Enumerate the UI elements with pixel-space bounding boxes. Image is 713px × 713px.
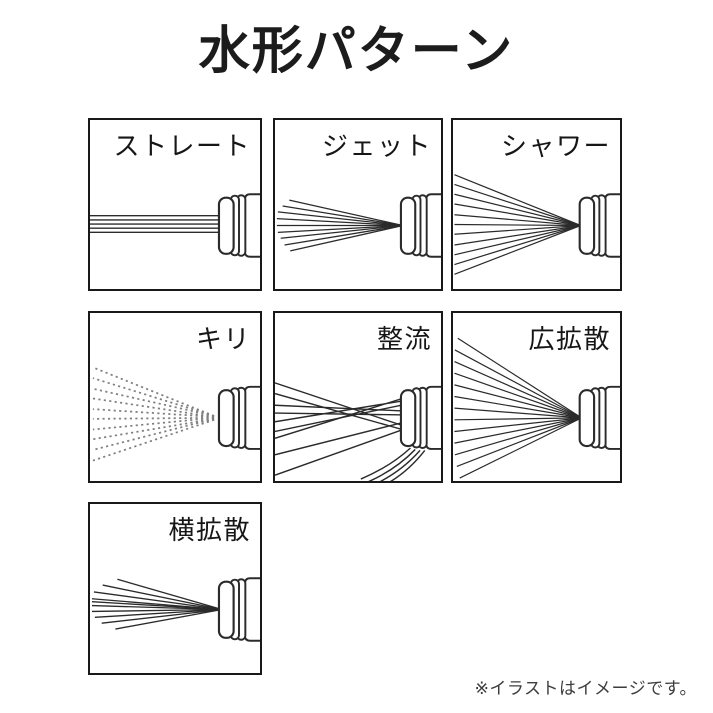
panel-horizontal-diffusion: 横拡散 — [88, 502, 262, 675]
panel-label: キリ — [195, 324, 251, 354]
panel-mist: キリ — [88, 311, 262, 483]
panel-wide-diffusion: 広拡散 — [451, 311, 622, 483]
page-title: 水形パターン — [198, 22, 515, 79]
spray-horizontal-diffusion-illustration — [91, 577, 260, 642]
panel-laminar: 整流 — [273, 311, 443, 483]
panel-shower: シャワー — [451, 118, 622, 291]
spray-laminar-illustration — [275, 382, 441, 481]
panel-label: 整流 — [376, 324, 432, 354]
panel-straight: ストレート — [88, 118, 262, 291]
nozzle-illustration — [578, 193, 620, 258]
spray-straight-illustration — [90, 193, 260, 258]
panel-jet: ジェット — [273, 118, 443, 291]
footnote-text: ※イラストはイメージです。 — [474, 679, 697, 698]
nozzle-illustration — [217, 193, 260, 258]
panel-label: シャワー — [500, 131, 611, 161]
nozzle-illustration — [217, 577, 260, 642]
spray-mist-illustration — [92, 366, 260, 462]
spray-shower-illustration — [454, 174, 620, 275]
panel-label: ストレート — [113, 131, 251, 161]
spray-jet-illustration — [276, 193, 441, 258]
panel-label: ジェット — [321, 131, 432, 161]
panel-label: 広拡散 — [528, 324, 611, 354]
nozzle-illustration — [399, 385, 441, 451]
panel-label: 横拡散 — [168, 515, 251, 545]
nozzle-illustration — [578, 385, 620, 451]
spray-wide-diffusion-illustration — [454, 337, 620, 479]
nozzle-illustration — [217, 385, 260, 451]
nozzle-illustration — [399, 193, 441, 258]
